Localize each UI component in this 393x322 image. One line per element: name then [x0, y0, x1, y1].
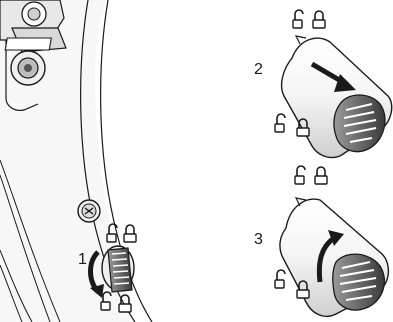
unlocked-padlock-icon: [275, 270, 285, 288]
step-3-filter: [275, 166, 388, 316]
locked-padlock-icon: [124, 225, 136, 242]
locked-padlock-icon: [313, 11, 325, 28]
unlocked-padlock-icon: [293, 10, 303, 28]
unlocked-padlock-icon: [295, 166, 305, 184]
screw-icon: [78, 200, 100, 222]
step-1-label: 1: [78, 252, 87, 268]
unlocked-padlock-icon: [275, 114, 285, 132]
step-3-label: 3: [254, 232, 263, 248]
step-2-label: 2: [254, 62, 263, 78]
locked-padlock-icon: [315, 167, 327, 184]
step-2-filter: [275, 10, 392, 158]
